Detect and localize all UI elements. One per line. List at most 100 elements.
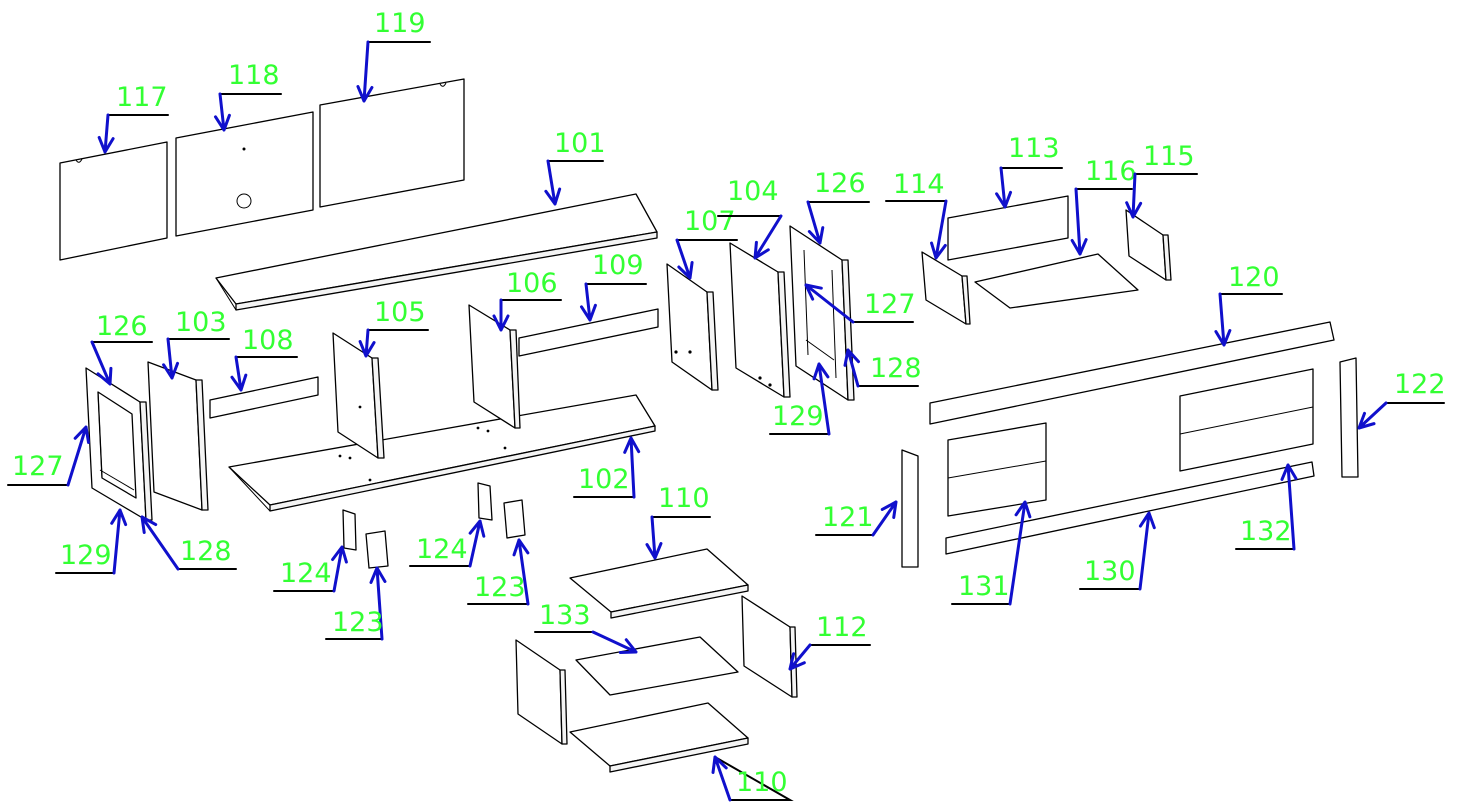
arrow-icon bbox=[1070, 187, 1088, 256]
part-number-label: 117 bbox=[116, 82, 168, 113]
callout-118: 118 bbox=[213, 60, 282, 132]
callout-101: 101 bbox=[544, 128, 606, 206]
callout-127: 127 bbox=[7, 425, 91, 487]
callout-115: 115 bbox=[1125, 141, 1198, 219]
arrow-icon bbox=[675, 238, 694, 280]
part-number-label: 131 bbox=[958, 571, 1010, 602]
part-number-label: 110 bbox=[658, 483, 710, 514]
drawer-side-114 bbox=[921, 251, 971, 325]
arrow-icon bbox=[1008, 500, 1032, 606]
arrow-icon bbox=[356, 40, 374, 103]
callout-109: 109 bbox=[579, 250, 647, 322]
part-number-label: 116 bbox=[1085, 156, 1137, 187]
part-number-label: 110 bbox=[736, 767, 788, 798]
part-number-label: 128 bbox=[180, 536, 232, 567]
side-112 bbox=[741, 595, 798, 698]
callout-131: 131 bbox=[951, 500, 1032, 606]
shelf-110-bottom bbox=[569, 702, 749, 773]
callout-121: 121 bbox=[815, 500, 898, 537]
side-panel-104 bbox=[729, 242, 791, 398]
part-number-label: 113 bbox=[1008, 133, 1060, 164]
part-number-label: 124 bbox=[416, 534, 468, 565]
part-number-label: 126 bbox=[814, 168, 866, 199]
callout-123: 123 bbox=[467, 538, 530, 606]
panel-132 bbox=[1179, 368, 1314, 472]
leader-line bbox=[714, 756, 794, 801]
arrow-icon bbox=[1280, 463, 1298, 551]
callout-120: 120 bbox=[1214, 262, 1283, 347]
arrow-icon bbox=[804, 283, 855, 324]
callout-106: 106 bbox=[492, 268, 562, 332]
callout-102: 102 bbox=[573, 436, 641, 499]
callout-128: 128 bbox=[140, 515, 237, 571]
rail-130 bbox=[945, 461, 1315, 555]
side-panel-107 bbox=[666, 263, 719, 391]
part-number-label: 124 bbox=[280, 558, 332, 589]
arrow-icon bbox=[110, 508, 128, 575]
block-124a bbox=[342, 509, 357, 551]
arrow-icon bbox=[812, 362, 831, 436]
part-number-label: 132 bbox=[1240, 516, 1292, 547]
arrow-icon bbox=[369, 566, 387, 641]
arrow-icon bbox=[331, 545, 348, 593]
part-number-label: 130 bbox=[1084, 556, 1136, 587]
back-panel-117 bbox=[59, 141, 168, 261]
arrow-icon bbox=[1214, 292, 1232, 347]
callout-116: 116 bbox=[1070, 156, 1137, 256]
arrow-icon bbox=[358, 328, 376, 358]
callout-112: 112 bbox=[788, 612, 871, 671]
callout-103: 103 bbox=[162, 307, 230, 380]
part-number-label: 118 bbox=[228, 60, 280, 91]
panel-131 bbox=[947, 422, 1047, 517]
part-number-label: 126 bbox=[96, 311, 148, 342]
back-panel-118 bbox=[175, 111, 314, 237]
divider-106 bbox=[468, 304, 521, 429]
callout-127: 127 bbox=[804, 283, 916, 324]
callout-123: 123 bbox=[325, 566, 387, 641]
arrow-icon bbox=[591, 630, 638, 654]
shelf-110-top bbox=[569, 548, 749, 619]
part-number-label: 123 bbox=[332, 607, 384, 638]
drawer-front-113 bbox=[947, 195, 1069, 261]
arrow-icon bbox=[162, 337, 180, 380]
part-number-label: 107 bbox=[684, 206, 736, 237]
callout-129: 129 bbox=[55, 508, 128, 575]
callout-126: 126 bbox=[90, 311, 153, 386]
part-number-label: 128 bbox=[870, 353, 922, 384]
drawer-side-115 bbox=[1125, 209, 1172, 281]
part-number-label: 127 bbox=[864, 289, 916, 320]
block-123b bbox=[503, 499, 526, 539]
rail-109 bbox=[518, 308, 659, 357]
callout-110: 110 bbox=[711, 755, 794, 802]
arrow-icon bbox=[66, 425, 91, 487]
block-123a bbox=[365, 530, 389, 569]
callout-107: 107 bbox=[675, 206, 738, 280]
rail-120 bbox=[929, 321, 1335, 425]
callout-105: 105 bbox=[358, 297, 429, 358]
frame-left bbox=[85, 367, 153, 521]
part-number-label: 127 bbox=[12, 451, 64, 482]
side-left-lower bbox=[515, 639, 568, 745]
part-number-label: 129 bbox=[60, 540, 112, 571]
drawer-bottom-116 bbox=[974, 253, 1139, 309]
divider-105 bbox=[332, 332, 385, 459]
arrow-icon bbox=[140, 515, 180, 571]
callout-124: 124 bbox=[273, 545, 348, 593]
part-number-label: 112 bbox=[816, 612, 868, 643]
arrow-icon bbox=[711, 755, 732, 802]
bottom-133 bbox=[575, 636, 739, 696]
arrow-icon bbox=[645, 515, 663, 560]
callout-119: 119 bbox=[356, 8, 431, 103]
part-number-label: 108 bbox=[242, 325, 294, 356]
arrow-icon bbox=[806, 200, 825, 245]
callout-124: 124 bbox=[409, 519, 486, 568]
part-number-label: 115 bbox=[1143, 141, 1195, 172]
frame-right bbox=[789, 225, 855, 401]
part-number-label: 119 bbox=[374, 8, 426, 39]
callout-130: 130 bbox=[1079, 511, 1156, 591]
callout-129: 129 bbox=[769, 362, 831, 436]
arrow-icon bbox=[623, 436, 641, 499]
arrow-icon bbox=[90, 340, 113, 386]
